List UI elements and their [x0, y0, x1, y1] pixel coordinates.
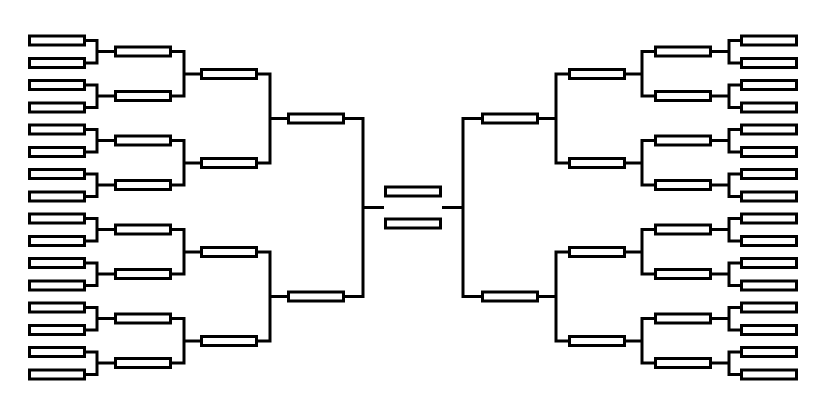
right-round1-pair-3-connector: [727, 128, 740, 154]
right-round1-pair-5-connector: [727, 217, 740, 243]
slot-left-round1-6: [28, 145, 86, 158]
left-round1-pair-5-connector: [86, 217, 99, 243]
slot-left-round2-8: [114, 357, 172, 370]
slot-right-round1-12: [740, 279, 798, 292]
slot-left-round1-12: [28, 279, 86, 292]
left-round1-pair-6-connector: [86, 261, 99, 287]
left-round1-pair-4-connector: [86, 172, 99, 198]
slot-left-round1-11: [28, 257, 86, 269]
slot-right-round1-11: [740, 257, 798, 269]
slot-right-round1-1: [740, 34, 798, 47]
left-round1-pair-7-connector: [86, 306, 99, 332]
slot-left-round3-1: [200, 67, 258, 80]
slot-left-round1-3: [28, 79, 86, 91]
slot-left-round1-2: [28, 56, 86, 69]
slot-right-round1-14: [740, 323, 798, 336]
slot-left-round1-10: [28, 234, 86, 247]
slot-right-round3-2: [568, 156, 626, 169]
right-round2-pair-4-connector: [640, 317, 654, 365]
slot-right-round4-2: [481, 290, 539, 303]
slot-left-round4-1: [287, 112, 345, 125]
slot-right-round1-4: [740, 101, 798, 114]
left-round1-pair-2-connector: [86, 83, 99, 109]
right-round3-pair-2-connector: [554, 250, 568, 343]
slot-right-round1-10: [740, 234, 798, 247]
left-round1-pair-1-connector: [86, 39, 99, 65]
right-round2-pair-1-connector: [640, 50, 654, 98]
left-round1-pair-3-connector: [86, 128, 99, 154]
slot-right-round2-3: [654, 134, 712, 147]
slot-left-round2-2: [114, 90, 172, 103]
slot-left-round1-7: [28, 168, 86, 180]
left-round2-pair-4-connector: [172, 317, 186, 365]
slot-right-round1-15: [740, 346, 798, 358]
slot-left-round3-3: [200, 245, 258, 258]
slot-left-round1-16: [28, 368, 86, 381]
slot-left-round1-15: [28, 346, 86, 358]
right-round2-pair-2-connector: [640, 139, 654, 187]
slot-right-round2-5: [654, 223, 712, 236]
slot-right-round1-8: [740, 190, 798, 203]
slot-right-round1-6: [740, 145, 798, 158]
slot-left-round1-9: [28, 212, 86, 225]
slot-left-round4-2: [287, 290, 345, 303]
slot-left-round2-6: [114, 268, 172, 281]
slot-final-bottom: [384, 217, 442, 230]
right-round1-pair-6-connector: [727, 261, 740, 287]
slot-right-round1-5: [740, 123, 798, 136]
slot-left-round2-4: [114, 179, 172, 192]
slot-left-round2-3: [114, 134, 172, 147]
slot-left-round1-4: [28, 101, 86, 114]
slot-left-round2-5: [114, 223, 172, 236]
slot-right-round2-7: [654, 312, 712, 325]
slot-right-round2-4: [654, 179, 712, 192]
slot-right-round1-9: [740, 212, 798, 225]
right-round1-pair-4-connector: [727, 172, 740, 198]
right-round1-pair-2-connector: [727, 83, 740, 109]
right-semifinal-pair-connector: [461, 116, 481, 298]
left-round1-pair-8-connector: [86, 350, 99, 376]
slot-left-round1-1: [28, 34, 86, 47]
slot-right-round1-16: [740, 368, 798, 381]
slot-left-round3-2: [200, 156, 258, 169]
right-round1-pair-8-connector: [727, 350, 740, 376]
slot-right-round1-7: [740, 168, 798, 180]
slot-left-round2-1: [114, 45, 172, 58]
slot-left-round1-8: [28, 190, 86, 203]
slot-left-round1-13: [28, 301, 86, 314]
slot-right-round2-8: [654, 357, 712, 370]
slot-right-round3-4: [568, 334, 626, 347]
slot-right-round1-3: [740, 79, 798, 91]
left-round2-pair-1-connector: [172, 50, 186, 98]
slot-right-round3-1: [568, 67, 626, 80]
slot-left-round1-5: [28, 123, 86, 136]
slot-right-round4-1: [481, 112, 539, 125]
right-round2-pair-3-connector: [640, 228, 654, 276]
left-semifinal-pair-connector: [345, 116, 365, 298]
right-round1-pair-1-connector: [727, 39, 740, 65]
slot-right-round2-2: [654, 90, 712, 103]
slot-left-round1-14: [28, 323, 86, 336]
slot-left-round3-4: [200, 334, 258, 347]
slot-right-round1-2: [740, 56, 798, 69]
slot-right-round1-13: [740, 301, 798, 314]
right-round3-pair-1-connector: [554, 72, 568, 165]
slot-right-round2-1: [654, 45, 712, 58]
left-round2-pair-2-connector: [172, 139, 186, 187]
slot-right-round3-3: [568, 245, 626, 258]
left-round3-pair-1-connector: [258, 72, 272, 165]
left-round3-pair-2-connector: [258, 250, 272, 343]
left-round2-pair-3-connector: [172, 228, 186, 276]
right-round1-pair-7-connector: [727, 306, 740, 332]
slot-left-round2-7: [114, 312, 172, 325]
slot-final-top: [384, 185, 442, 198]
slot-right-round2-6: [654, 268, 712, 281]
